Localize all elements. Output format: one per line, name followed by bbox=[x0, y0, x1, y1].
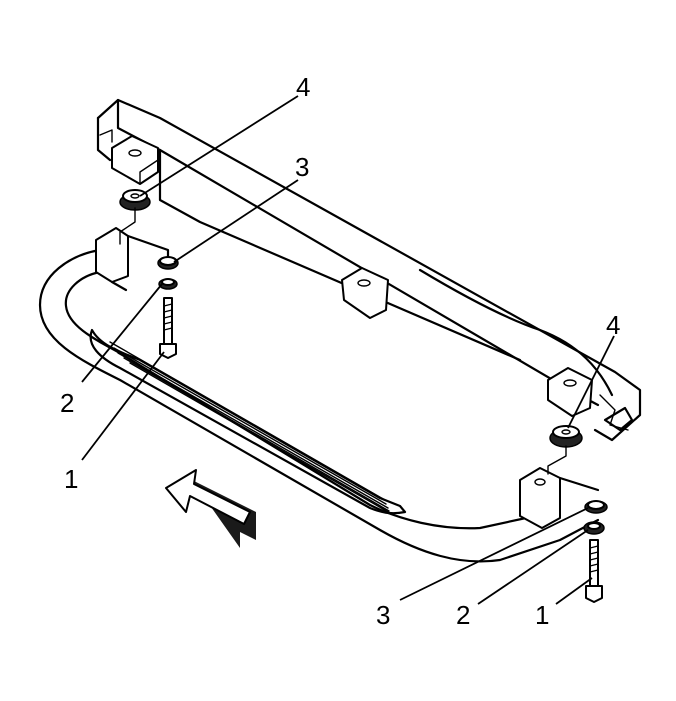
callout-top-flat-washer: 3 bbox=[295, 152, 309, 182]
frame-bracket-left bbox=[111, 135, 159, 185]
top-isolator-washer bbox=[119, 189, 151, 211]
right-lock-washer bbox=[583, 521, 605, 535]
callout-top-bolt: 1 bbox=[64, 464, 78, 494]
step-bar bbox=[38, 227, 600, 563]
right-flat-washer bbox=[584, 500, 608, 514]
callout-right-bolt: 1 bbox=[535, 600, 549, 630]
leader-lines bbox=[81, 95, 615, 605]
callout-right-flat-washer: 3 bbox=[376, 600, 390, 630]
right-isolator-washer bbox=[549, 425, 583, 448]
frame-bracket-middle bbox=[341, 267, 389, 319]
right-bolt bbox=[585, 539, 603, 603]
callout-right-isolator: 4 bbox=[606, 310, 620, 340]
top-bolt bbox=[159, 297, 177, 359]
top-fastener-stack bbox=[119, 189, 179, 359]
top-lock-washer bbox=[158, 278, 178, 290]
top-flat-washer bbox=[157, 256, 179, 270]
callout-top-lock-washer: 2 bbox=[60, 388, 74, 418]
right-fastener-stack bbox=[547, 425, 608, 603]
callout-top-isolator: 4 bbox=[296, 72, 310, 102]
front-arrow-icon bbox=[165, 469, 256, 548]
callout-right-lock-washer: 2 bbox=[456, 600, 470, 630]
